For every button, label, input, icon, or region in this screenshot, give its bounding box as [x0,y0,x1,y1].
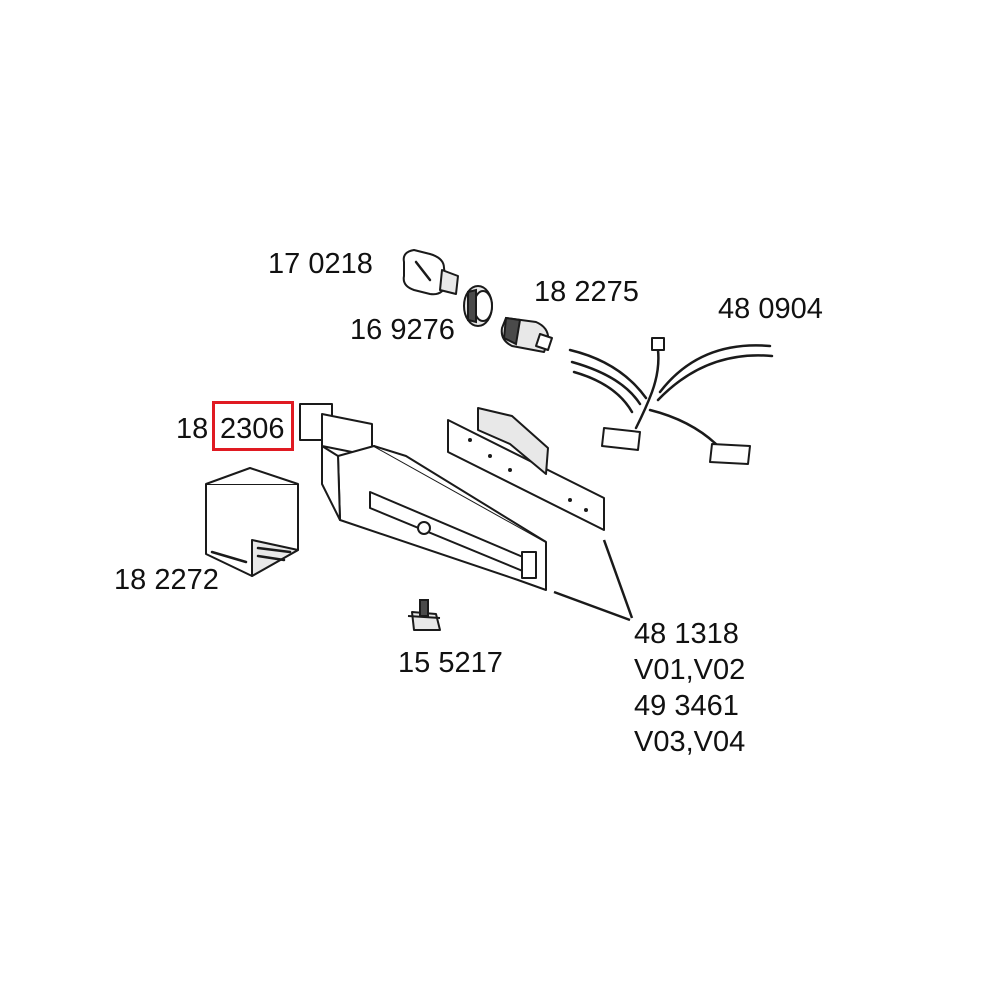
label-cover-prefix: 18 [176,413,209,445]
bulb-part [402,249,459,296]
label-wiring-harness: 48 0904 [718,293,823,325]
label-module-line1: 48 1318 [634,618,739,650]
leader-line-housing [553,590,631,622]
bracket-cover-part [205,467,299,577]
highlight-box-cover-number [212,401,294,451]
control-board-part [447,407,605,531]
lamp-ring-part [463,285,493,327]
switch-part [407,599,441,631]
label-module-line2: V01,V02 [634,654,746,686]
label-module-line4: V03,V04 [634,726,746,758]
label-module-group: 48 1318 V01,V02 49 3461 V03,V04 [634,616,745,760]
label-switch: 15 5217 [398,647,503,679]
label-bulb: 17 0218 [268,248,373,280]
leader-line-board [602,539,634,619]
label-cover-number: 2306 [220,413,285,445]
lamp-holder-part [500,316,553,353]
label-module-line3: 49 3461 [634,690,739,722]
main-housing-part [299,403,547,591]
label-bracket-cover: 18 2272 [114,564,219,596]
wiring-harness-part [568,337,774,465]
label-lamp-ring: 16 9276 [350,314,455,346]
label-lamp-holder: 18 2275 [534,276,639,308]
